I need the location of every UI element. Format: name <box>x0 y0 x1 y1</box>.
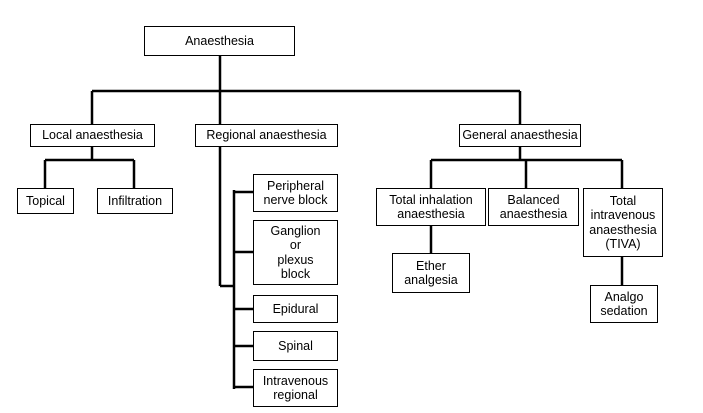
node-tiva: Total intravenous anaesthesia (TIVA) <box>583 188 663 257</box>
node-peripheral-nerve-block: Peripheral nerve block <box>253 174 338 212</box>
node-topical: Topical <box>17 188 74 214</box>
node-label: Total inhalation anaesthesia <box>389 192 473 222</box>
node-ganglion-or-plexus-block: Ganglion or plexus block <box>253 220 338 285</box>
node-label: Intravenous regional <box>262 373 329 403</box>
node-label: Epidural <box>272 301 319 316</box>
node-label: General anaesthesia <box>462 128 578 143</box>
node-label: Ganglion or plexus block <box>270 223 321 282</box>
node-regional-anaesthesia: Regional anaesthesia <box>195 124 338 147</box>
node-intravenous-regional: Intravenous regional <box>253 369 338 407</box>
node-label: Ether analgesia <box>404 258 458 288</box>
node-infiltration: Infiltration <box>97 188 173 214</box>
node-label: Topical <box>26 193 65 208</box>
node-epidural: Epidural <box>253 295 338 323</box>
node-label: Infiltration <box>107 193 163 208</box>
node-label: Balanced anaesthesia <box>499 192 568 222</box>
node-label: Anaesthesia <box>185 33 254 48</box>
node-label: Spinal <box>278 338 313 353</box>
node-analgo-sedation: Analgo sedation <box>590 285 658 323</box>
node-anaesthesia: Anaesthesia <box>144 26 295 56</box>
node-label: Regional anaesthesia <box>206 128 327 143</box>
node-label: Local anaesthesia <box>42 128 143 143</box>
node-general-anaesthesia: General anaesthesia <box>459 124 581 147</box>
node-label: Total intravenous anaesthesia (TIVA) <box>589 193 657 252</box>
node-total-inhalation-anaesthesia: Total inhalation anaesthesia <box>376 188 486 226</box>
node-ether-analgesia: Ether analgesia <box>392 253 470 293</box>
node-balanced-anaesthesia: Balanced anaesthesia <box>488 188 579 226</box>
node-local-anaesthesia: Local anaesthesia <box>30 124 155 147</box>
node-label: Peripheral nerve block <box>263 178 328 208</box>
node-label: Analgo sedation <box>600 289 648 319</box>
node-spinal: Spinal <box>253 331 338 361</box>
